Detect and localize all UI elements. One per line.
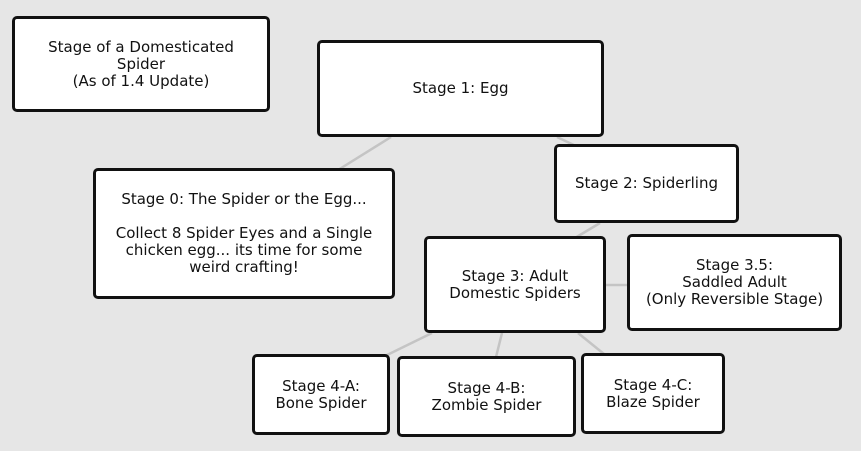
diagram-title-node: Stage of a Domesticated Spider (As of 1.… [12,16,270,112]
bone-label-line-1: Stage 4-A: [282,376,360,395]
stage0-body-line-2: chicken egg... its time for some [125,241,363,259]
stage0-body-line-1: Collect 8 Spider Eyes and a Single [115,224,373,242]
saddled-label-line-3: (Only Reversible Stage) [645,290,824,308]
stage-0-node: Stage 0: The Spider or the Egg... Collec… [93,168,395,299]
blaze-label-line-2: Blaze Spider [606,392,700,411]
adult-label-line-2: Domestic Spiders [449,283,581,302]
stage-1-egg-node: Stage 1: Egg [317,40,604,137]
stage-2-spiderling-node: Stage 2: Spiderling [554,144,739,223]
zombie-label-line-1: Stage 4-B: [447,378,526,397]
stage0-body-line-3: weird crafting! [189,258,299,276]
connector-adult-zombie [494,332,504,358]
spiderling-label: Stage 2: Spiderling [575,174,718,192]
adult-label-line-1: Stage 3: Adult [461,266,569,285]
blaze-label-line-1: Stage 4-C: [613,375,693,394]
connector-spiderling-adult [574,221,601,240]
stage-4c-blaze-node: Stage 4-C: Blaze Spider [581,353,725,434]
title-line-3: (As of 1.4 Update) [72,71,210,90]
bone-label-line-2: Bone Spider [275,393,367,412]
stage-4a-bone-node: Stage 4-A: Bone Spider [252,354,390,435]
stage-4b-zombie-node: Stage 4-B: Zombie Spider [397,356,576,437]
connector-adult-blaze [577,332,605,355]
egg-label: Stage 1: Egg [412,79,509,97]
title-line-1: Stage of a Domesticated [48,37,234,56]
stage-3-adult-node: Stage 3: Adult Domestic Spiders [424,236,606,333]
zombie-label-line-2: Zombie Spider [431,395,542,414]
connector-adult-bone [384,331,433,358]
saddled-label-line-1: Stage 3.5: [695,256,774,274]
title-line-2: Spider [116,54,166,73]
stage0-title: Stage 0: The Spider or the Egg... [121,190,367,208]
saddled-label-line-2: Saddled Adult [682,273,787,291]
stage-3-5-saddled-node: Stage 3.5: Saddled Adult (Only Reversibl… [627,234,842,331]
